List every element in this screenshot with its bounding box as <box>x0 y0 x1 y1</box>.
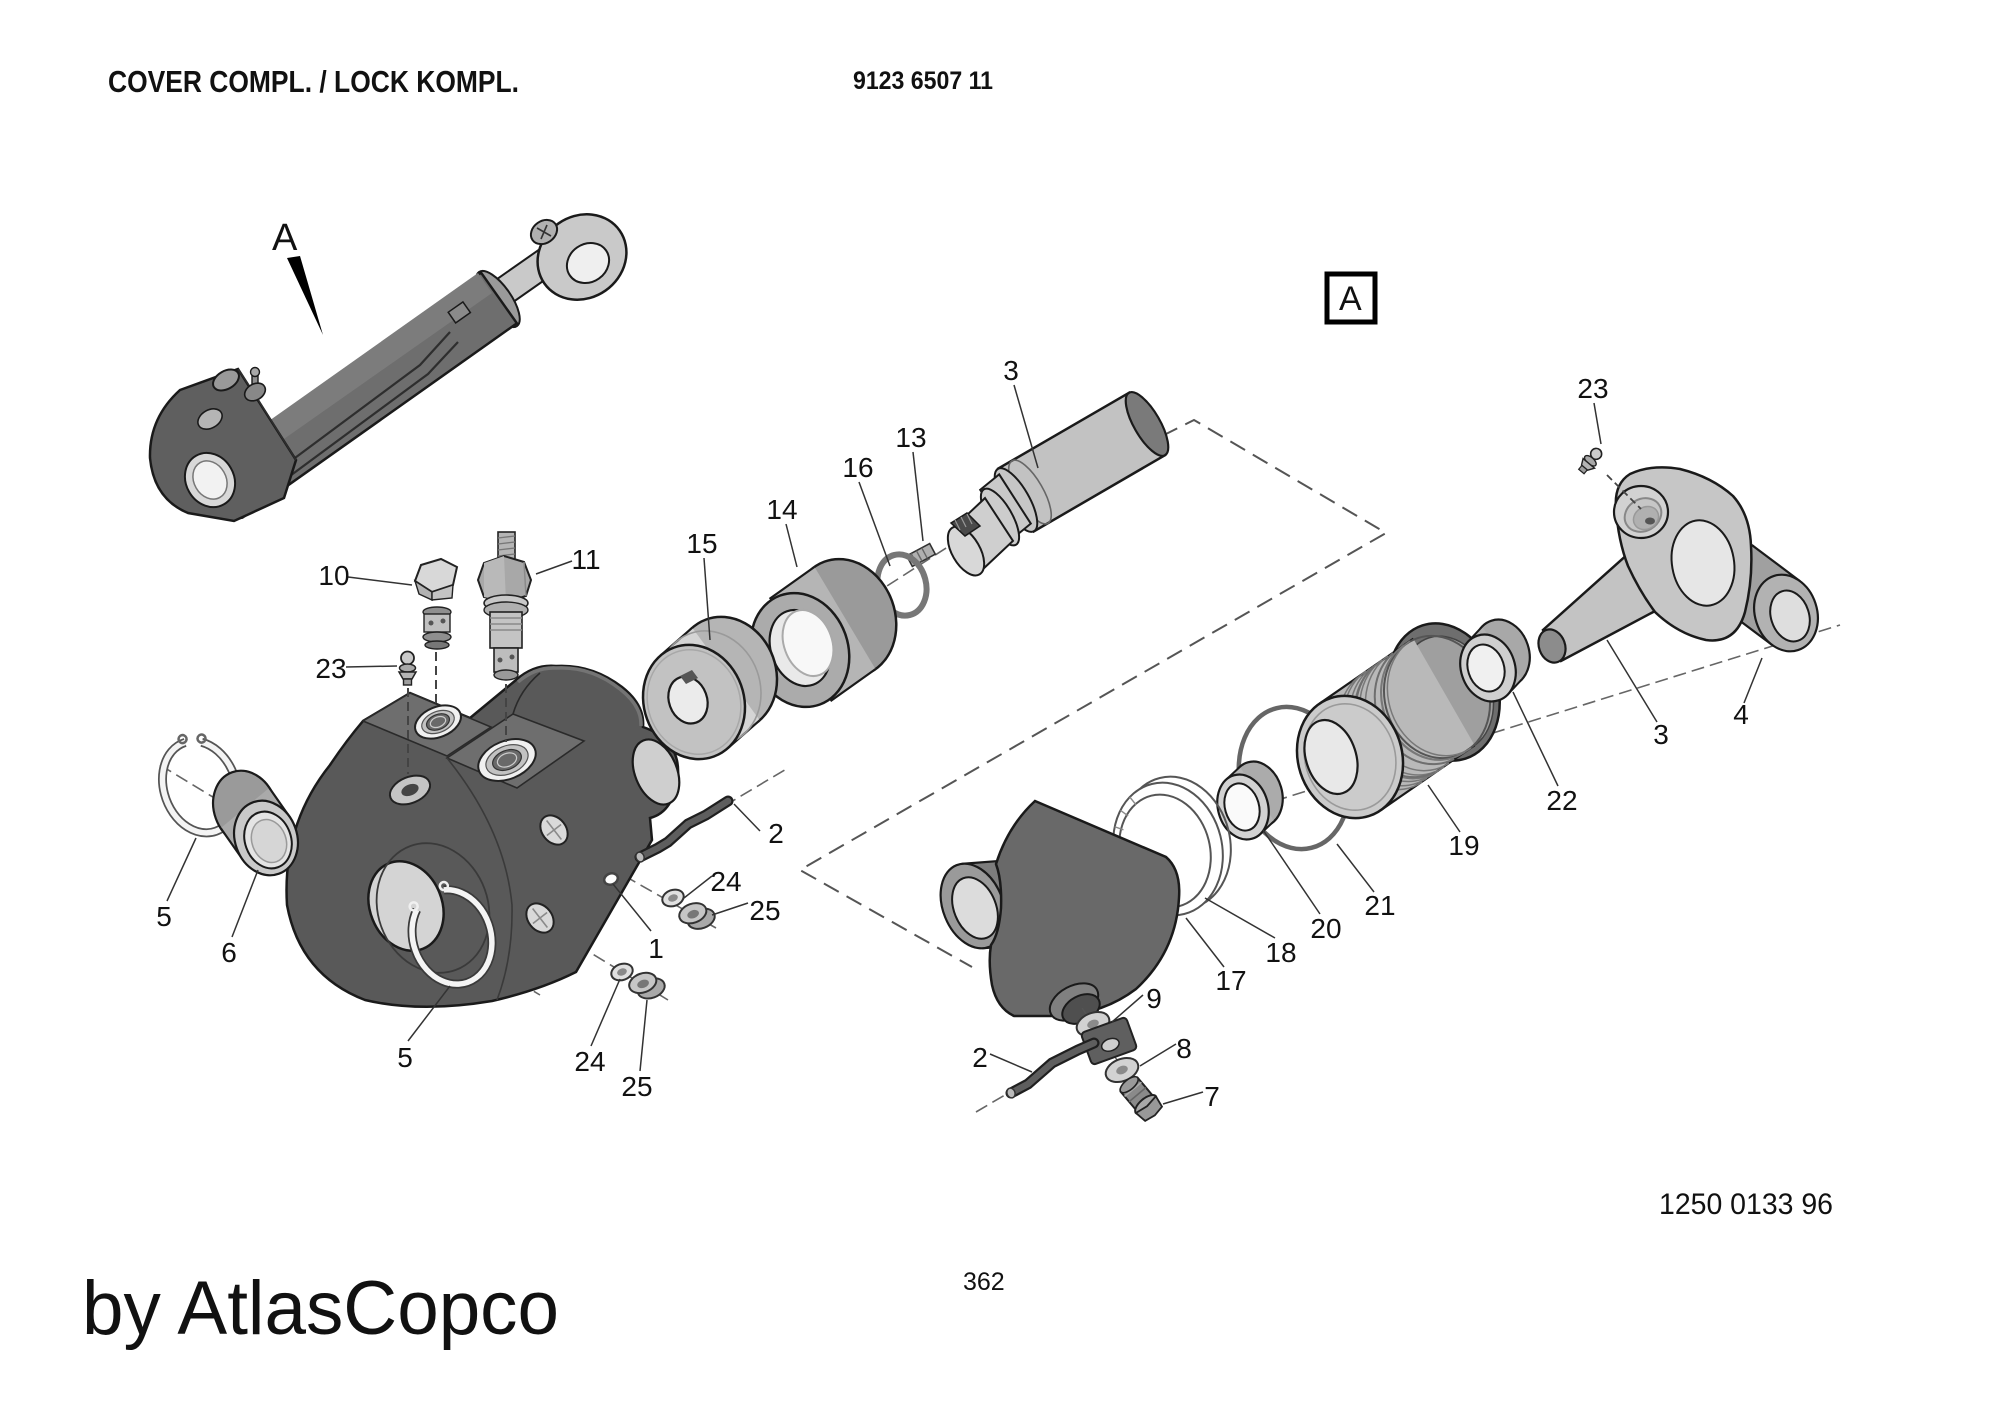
svg-text:25: 25 <box>749 895 780 926</box>
svg-text:13: 13 <box>895 422 926 453</box>
svg-text:5: 5 <box>397 1042 413 1073</box>
svg-text:8: 8 <box>1176 1033 1192 1064</box>
svg-text:15: 15 <box>686 528 717 559</box>
svg-text:3: 3 <box>1653 719 1669 750</box>
svg-text:6: 6 <box>221 937 237 968</box>
svg-text:23: 23 <box>315 653 346 684</box>
svg-text:A: A <box>272 217 298 259</box>
svg-text:10: 10 <box>318 560 349 591</box>
svg-text:20: 20 <box>1310 913 1341 944</box>
svg-text:14: 14 <box>766 494 797 525</box>
svg-text:COVER COMPL. / LOCK KOMPL.: COVER COMPL. / LOCK KOMPL. <box>108 64 519 99</box>
svg-text:4: 4 <box>1733 699 1749 730</box>
svg-text:7: 7 <box>1204 1081 1220 1112</box>
svg-text:by AtlasCopco: by AtlasCopco <box>82 1266 559 1351</box>
svg-text:9123 6507 11: 9123 6507 11 <box>853 67 993 95</box>
svg-text:19: 19 <box>1448 830 1479 861</box>
svg-text:2: 2 <box>972 1042 988 1073</box>
svg-text:362: 362 <box>963 1268 1005 1296</box>
svg-text:24: 24 <box>574 1046 605 1077</box>
svg-text:3: 3 <box>1003 355 1019 386</box>
svg-text:23: 23 <box>1577 373 1608 404</box>
svg-text:16: 16 <box>842 452 873 483</box>
svg-text:1250 0133 96: 1250 0133 96 <box>1659 1188 1833 1221</box>
svg-text:11: 11 <box>571 544 600 575</box>
svg-text:21: 21 <box>1364 890 1395 921</box>
svg-text:5: 5 <box>156 901 172 932</box>
svg-text:1: 1 <box>648 933 664 964</box>
svg-text:2: 2 <box>768 818 784 849</box>
svg-text:A: A <box>1339 280 1362 318</box>
svg-text:25: 25 <box>621 1071 652 1102</box>
svg-text:18: 18 <box>1265 937 1296 968</box>
svg-text:17: 17 <box>1215 965 1246 996</box>
svg-text:22: 22 <box>1546 785 1577 816</box>
svg-text:9: 9 <box>1146 983 1162 1014</box>
svg-text:24: 24 <box>710 866 741 897</box>
